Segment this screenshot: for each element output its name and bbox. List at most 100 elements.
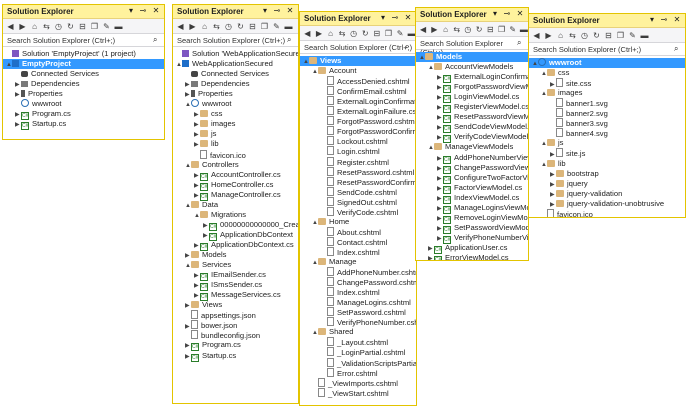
collapsed-arrow-icon[interactable]: ▶ <box>185 324 190 331</box>
tree-item-forgotpasswordconfirmat[interactable]: ForgotPasswordConfirmat <box>300 126 416 136</box>
collapsed-arrow-icon[interactable]: ▶ <box>437 165 442 172</box>
collapsed-arrow-icon[interactable]: ▶ <box>185 82 190 89</box>
tree-item-applicationuser-cs[interactable]: ▶C#ApplicationUser.cs <box>416 243 528 254</box>
collapsed-arrow-icon[interactable]: ▶ <box>194 242 199 249</box>
tree-item-controllers[interactable]: ▲Controllers <box>173 160 298 170</box>
home-icon[interactable]: ⌂ <box>328 28 333 38</box>
tree-item-confirmemail-cshtml[interactable]: ConfirmEmail.cshtml <box>300 86 416 96</box>
search-icon[interactable]: ⌕ <box>287 35 292 44</box>
tree-item-factorviewmodel-cs[interactable]: ▶C#FactorViewModel.cs <box>416 183 528 194</box>
tree-item-views[interactable]: ▶Views <box>173 300 298 310</box>
tree-item-views[interactable]: ▲Views <box>300 56 416 66</box>
dropdown-arrow-icon[interactable]: ▾ <box>492 9 497 18</box>
settings-icon[interactable]: ✎ <box>273 21 280 31</box>
dropdown-arrow-icon[interactable]: ▾ <box>380 13 385 22</box>
back-icon[interactable]: ◀ <box>420 24 427 34</box>
search-box[interactable]: Search Solution Explorer (Ctrl+;)⌕ <box>416 37 528 57</box>
tree-item-verifycode-cshtml[interactable]: VerifyCode.cshtml <box>300 206 416 217</box>
preview-icon[interactable]: ▬ <box>284 21 293 31</box>
tree-item-login-cshtml[interactable]: Login.cshtml <box>300 146 416 156</box>
tree-item-manageviewmodels[interactable]: ▲ManageViewModels <box>416 142 528 152</box>
forward-icon[interactable]: ▶ <box>431 24 438 34</box>
tree-item-managelogins-cshtml[interactable]: ManageLogins.cshtml <box>300 297 416 307</box>
tree-item-indexviewmodel-cs[interactable]: ▶C#IndexViewModel.cs <box>416 193 528 204</box>
collapsed-arrow-icon[interactable]: ▶ <box>194 273 199 280</box>
collapse-all-icon[interactable]: ⊟ <box>249 21 256 31</box>
search-icon[interactable]: ⌕ <box>153 35 158 44</box>
tree-item-program-cs[interactable]: ▶C#Program.cs <box>173 340 298 352</box>
forward-icon[interactable]: ▶ <box>315 28 322 38</box>
tree-item-forgotpassword-cshtml[interactable]: ForgotPassword.cshtml <box>300 116 416 126</box>
expanded-arrow-icon[interactable]: ▲ <box>194 212 200 219</box>
tree-item-sendcode-cshtml[interactable]: SendCode.cshtml <box>300 186 416 197</box>
expanded-arrow-icon[interactable]: ▲ <box>312 219 318 226</box>
collapsed-arrow-icon[interactable]: ▶ <box>194 293 199 300</box>
back-icon[interactable]: ◀ <box>304 28 311 38</box>
collapsed-arrow-icon[interactable]: ▶ <box>437 95 442 102</box>
tree-item-errorviewmodel-cs[interactable]: ▶C#ErrorViewModel.cs <box>416 253 528 260</box>
tree-item-resetpassword-cshtml[interactable]: ResetPassword.cshtml <box>300 166 416 177</box>
title-bar[interactable]: Solution Explorer▾⊸✕ <box>529 14 685 28</box>
pin-icon[interactable]: ⊸ <box>391 13 399 22</box>
tree-item-home[interactable]: ▲Home <box>300 217 416 227</box>
collapsed-arrow-icon[interactable]: ▶ <box>550 181 555 188</box>
dropdown-arrow-icon[interactable]: ▾ <box>649 15 654 24</box>
tree-item-program-cs[interactable]: ▶C#Program.cs <box>3 109 164 121</box>
collapsed-arrow-icon[interactable]: ▶ <box>550 152 555 159</box>
collapsed-arrow-icon[interactable]: ▶ <box>550 171 555 178</box>
expanded-arrow-icon[interactable]: ▲ <box>312 69 318 76</box>
collapse-all-icon[interactable]: ⊟ <box>79 21 86 31</box>
back-icon[interactable]: ◀ <box>7 21 14 31</box>
expanded-arrow-icon[interactable]: ▲ <box>428 145 434 152</box>
tree-item-emptyproject[interactable]: ▲EmptyProject <box>3 59 164 70</box>
collapsed-arrow-icon[interactable]: ▶ <box>550 82 555 89</box>
refresh-icon[interactable]: ↻ <box>237 21 244 31</box>
collapsed-arrow-icon[interactable]: ▶ <box>437 115 442 122</box>
collapsed-arrow-icon[interactable]: ▶ <box>437 85 442 92</box>
tree-item-site-css[interactable]: ▶site.css <box>529 78 685 88</box>
tree-item-verifyphonenumber-cshtml[interactable]: VerifyPhoneNumber.cshtml <box>300 317 416 327</box>
refresh-icon[interactable]: ↻ <box>67 21 74 31</box>
tree-item-wwwroot[interactable]: wwwroot <box>3 99 164 109</box>
copy-icon[interactable]: ❐ <box>616 30 625 40</box>
search-icon[interactable]: ⌕ <box>674 44 679 53</box>
settings-icon[interactable]: ✎ <box>103 21 110 31</box>
collapsed-arrow-icon[interactable]: ▶ <box>194 142 199 149</box>
tree-item-addphonenumberviewmode[interactable]: ▶C#AddPhoneNumberViewMode <box>416 153 528 164</box>
expanded-arrow-icon[interactable]: ▲ <box>541 71 547 78</box>
tree-item-manage[interactable]: ▲Manage <box>300 257 416 267</box>
collapsed-arrow-icon[interactable]: ▶ <box>15 92 20 99</box>
dropdown-arrow-icon[interactable]: ▾ <box>128 6 133 15</box>
collapsed-arrow-icon[interactable]: ▶ <box>437 135 442 142</box>
collapse-all-icon[interactable]: ⊟ <box>486 24 494 34</box>
collapsed-arrow-icon[interactable]: ▶ <box>437 105 442 112</box>
collapsed-arrow-icon[interactable]: ▶ <box>194 172 199 179</box>
history-icon[interactable]: ◷ <box>350 28 358 38</box>
tree-item-banner1-svg[interactable]: banner1.svg <box>529 98 685 108</box>
pin-icon[interactable]: ⊸ <box>660 15 668 24</box>
copy-icon[interactable]: ❐ <box>260 21 269 31</box>
sync-icon[interactable]: ⇆ <box>43 21 50 31</box>
search-icon[interactable]: ⌕ <box>405 42 410 51</box>
tree-item-viewimports-cshtml[interactable]: _ViewImports.cshtml <box>300 377 416 388</box>
tree-item-bundleconfig-json[interactable]: bundleconfig.json <box>173 330 298 340</box>
tree-item-bower-json[interactable]: ▶bower.json <box>173 320 298 330</box>
tree-item-images[interactable]: ▲images <box>529 88 685 98</box>
tree-item-migrations[interactable]: ▲Migrations <box>173 210 298 220</box>
home-icon[interactable]: ⌂ <box>202 21 207 31</box>
refresh-icon[interactable]: ↻ <box>593 30 600 40</box>
tree-item-startup-cs[interactable]: ▶C#Startup.cs <box>173 351 298 362</box>
collapsed-arrow-icon[interactable]: ▶ <box>437 225 442 232</box>
search-box[interactable]: Search Solution Explorer (Ctrl+;)⌕ <box>3 34 164 47</box>
tree-item-addphonenumber-cshtml[interactable]: AddPhoneNumber.cshtml <box>300 267 416 277</box>
tree-item-banner2-svg[interactable]: banner2.svg <box>529 108 685 118</box>
expanded-arrow-icon[interactable]: ▲ <box>419 55 425 61</box>
tree-item-signedout-cshtml[interactable]: SignedOut.cshtml <box>300 196 416 207</box>
expanded-arrow-icon[interactable]: ▲ <box>185 263 191 270</box>
tree-item-css[interactable]: ▶css <box>173 109 298 119</box>
tree-item-dependencies[interactable]: ▶Dependencies <box>3 79 164 89</box>
history-icon[interactable]: ◷ <box>55 21 62 31</box>
search-box[interactable]: Search Solution Explorer (Ctrl+;)⌕ <box>173 34 298 47</box>
collapsed-arrow-icon[interactable]: ▶ <box>185 303 190 310</box>
tree-item-loginviewmodel-cs[interactable]: ▶C#LoginViewModel.cs <box>416 92 528 104</box>
